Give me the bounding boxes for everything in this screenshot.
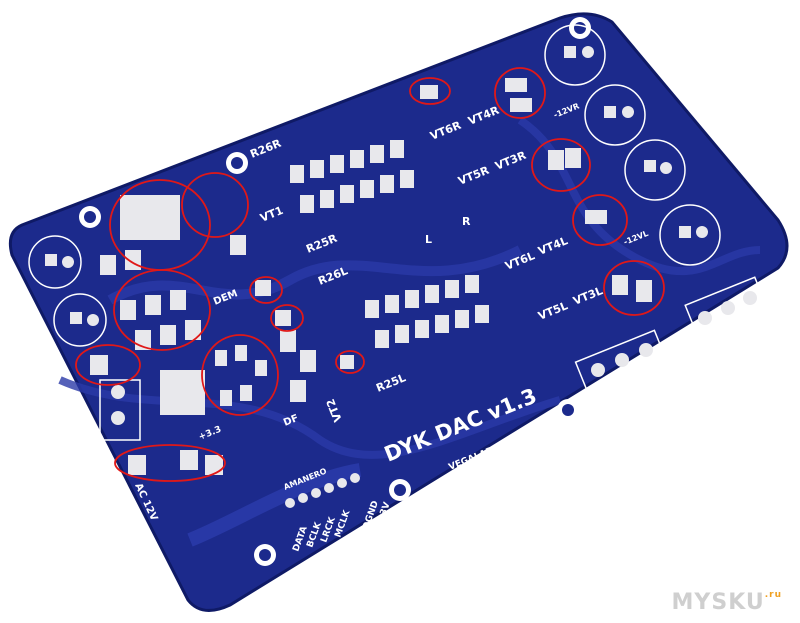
terminal-pads [111, 291, 757, 425]
copper-trace [58, 376, 562, 459]
label-18v-2: 18V [642, 379, 664, 396]
smd-pads [90, 78, 652, 475]
label-18v-3: 18V [709, 346, 731, 363]
label-ac-mid: AC [589, 405, 607, 421]
label-18v-1: 18V [609, 394, 631, 411]
terminal-blocks [99, 276, 771, 441]
capacitor-pads [45, 46, 708, 326]
label-ac-top: AC [675, 357, 693, 373]
label-channel-l: L [425, 233, 432, 246]
watermark-suffix: .ru [764, 590, 782, 600]
label-df: DF [282, 413, 300, 429]
copper-trace [187, 463, 362, 547]
highlight-markers [75, 67, 665, 482]
watermark-text: MYSKU [671, 590, 765, 615]
amanero-header [285, 473, 360, 508]
label-18v-4: 18V [740, 331, 762, 348]
watermark: MYSKU.ru [672, 590, 782, 615]
capacitor-footprints [28, 24, 721, 347]
mounting-holes [79, 17, 591, 566]
label-channel-r: R [462, 215, 471, 228]
copper-trace [107, 245, 523, 305]
